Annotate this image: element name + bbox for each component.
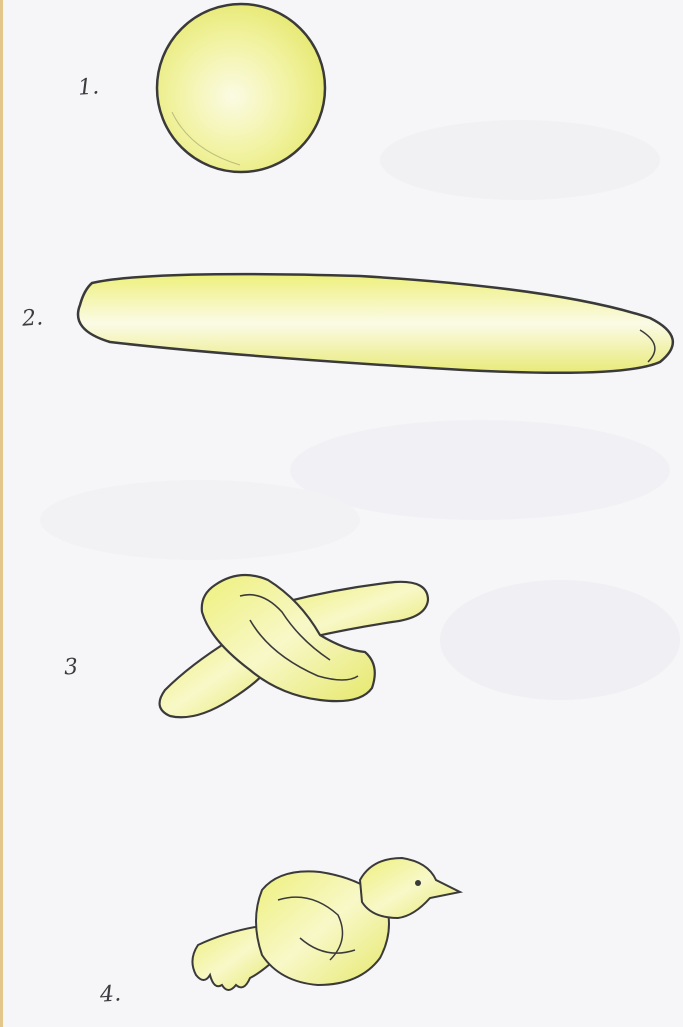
dough-ball [157,4,325,172]
dough-bird [192,858,460,990]
dough-rope [78,274,673,373]
dough-knot [160,575,428,717]
step-number-4: 4. [99,981,122,1007]
step-number-1: 1. [77,74,100,100]
step-number-3: 3 [63,655,79,681]
step-number-2: 2. [21,305,44,331]
